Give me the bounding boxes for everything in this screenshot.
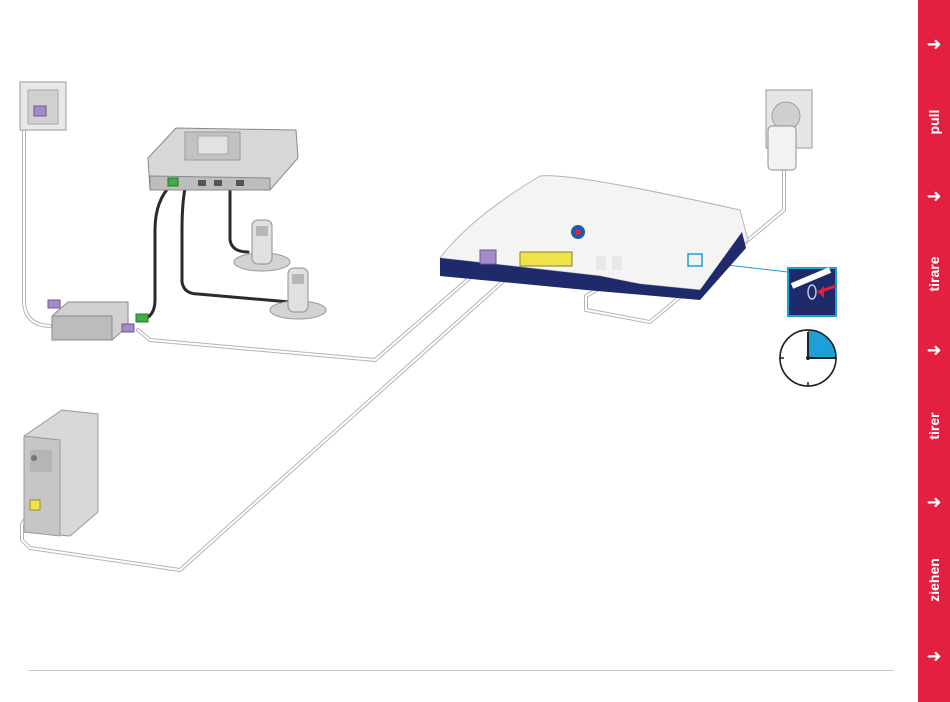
cable-modem-to-phone-1 <box>230 186 248 252</box>
desktop-computer <box>24 410 98 536</box>
router <box>440 176 748 300</box>
right-arrow-icon: ➜ <box>918 494 950 512</box>
pull-label-fr: tirer <box>926 412 942 439</box>
dsl-splitter <box>48 300 148 340</box>
cable-modem <box>148 128 298 190</box>
pull-label-en: pull <box>926 110 942 135</box>
cordless-phone-2 <box>270 268 326 319</box>
power-outlet <box>766 90 812 170</box>
right-arrow-icon: ➜ <box>918 648 950 666</box>
pull-label-de: ziehen <box>926 558 942 602</box>
cordless-phone-1 <box>234 220 290 271</box>
bottom-divider <box>28 670 894 671</box>
reset-button-callout <box>788 268 836 316</box>
right-arrow-icon: ➜ <box>918 188 950 206</box>
cable-wall-jack-to-splitter <box>24 118 50 326</box>
right-arrow-icon: ➜ <box>918 342 950 360</box>
wall-phone-jack <box>20 82 66 130</box>
cable-modem-to-splitter <box>140 184 172 320</box>
connection-diagram <box>0 0 918 702</box>
cable-modem-to-phone-2 <box>182 184 290 302</box>
cables <box>22 118 788 570</box>
timer-icon <box>780 330 836 386</box>
right-arrow-icon: ➜ <box>918 36 950 54</box>
pull-tab-sidebar: ➜ pull ➜ tirare ➜ tirer ➜ ziehen ➜ <box>918 0 950 702</box>
pull-label-it: tirare <box>926 256 942 291</box>
